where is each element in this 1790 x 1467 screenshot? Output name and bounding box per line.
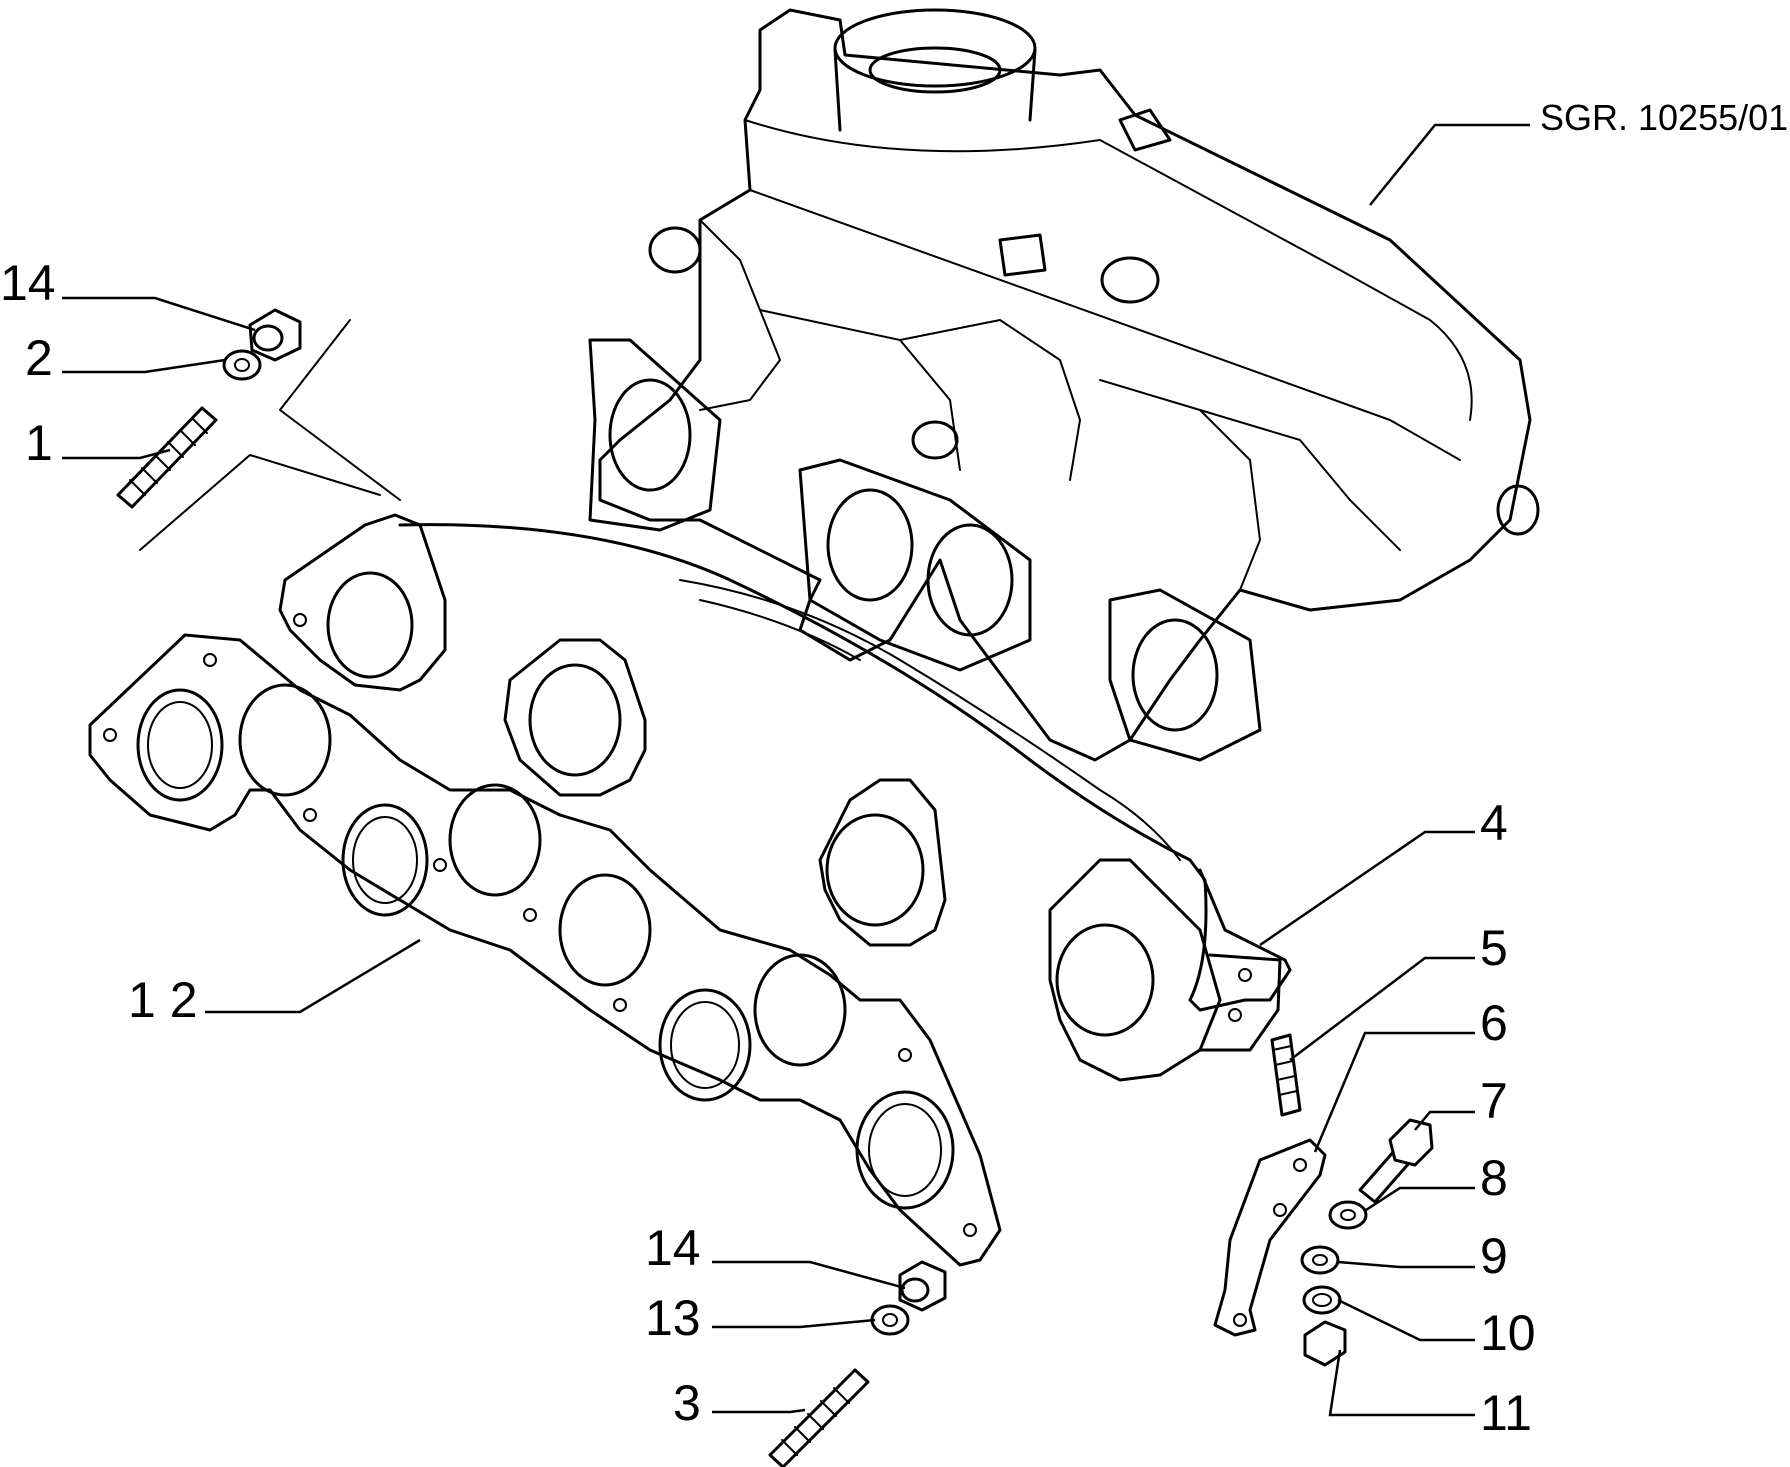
washer-2 xyxy=(222,349,262,381)
callout-11: 11 xyxy=(1480,1385,1532,1441)
intake-manifold xyxy=(588,8,1540,762)
callout-5: 5 xyxy=(1480,920,1508,976)
stud-1 xyxy=(116,406,218,509)
nut-11 xyxy=(1303,1320,1347,1367)
stud-5 xyxy=(1270,1033,1302,1117)
callout-3: 3 xyxy=(673,1375,701,1431)
bracket-6 xyxy=(1213,1138,1327,1337)
washer-8 xyxy=(1328,1200,1368,1230)
spring-washer-10 xyxy=(1302,1285,1342,1315)
exhaust-gasket xyxy=(88,633,1002,1267)
callout-10: 10 xyxy=(1480,1305,1536,1361)
callout-4: 4 xyxy=(1480,795,1508,851)
callout-14-upper: 14 xyxy=(0,255,56,311)
nut-14-lower xyxy=(898,1260,947,1312)
stud-3 xyxy=(768,1368,870,1467)
callout-13: 13 xyxy=(645,1290,701,1346)
bolt-7 xyxy=(1358,1118,1434,1204)
drawing-reference: SGR. 10255/01 xyxy=(1540,97,1788,138)
callout-2: 2 xyxy=(25,330,53,386)
callout-6: 6 xyxy=(1480,995,1508,1051)
nut-14-upper xyxy=(248,308,302,362)
reference-leader xyxy=(1369,123,1530,206)
callout-1: 1 xyxy=(25,415,53,471)
alignment-guide xyxy=(139,319,401,551)
exhaust-manifold xyxy=(278,513,1292,1082)
callout-9: 9 xyxy=(1480,1228,1508,1284)
callout-12: 1 2 xyxy=(128,972,198,1028)
washer-13 xyxy=(870,1304,910,1336)
leader-lines xyxy=(62,296,1475,1417)
callout-8: 8 xyxy=(1480,1150,1508,1206)
washer-9 xyxy=(1300,1245,1340,1275)
callout-7: 7 xyxy=(1480,1073,1508,1129)
callout-14-lower: 14 xyxy=(645,1220,701,1276)
